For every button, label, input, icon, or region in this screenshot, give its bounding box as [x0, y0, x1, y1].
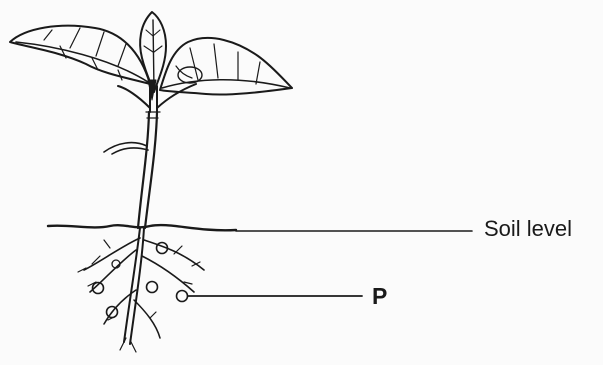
- stem: [104, 112, 160, 228]
- left-leaf: [10, 26, 150, 84]
- soil-surface: [48, 225, 236, 230]
- soil-level-label: Soil level: [484, 216, 572, 242]
- p-label: P: [372, 283, 387, 310]
- roots: [78, 228, 204, 352]
- right-leaf: [160, 38, 292, 95]
- label-lines: [188, 231, 472, 296]
